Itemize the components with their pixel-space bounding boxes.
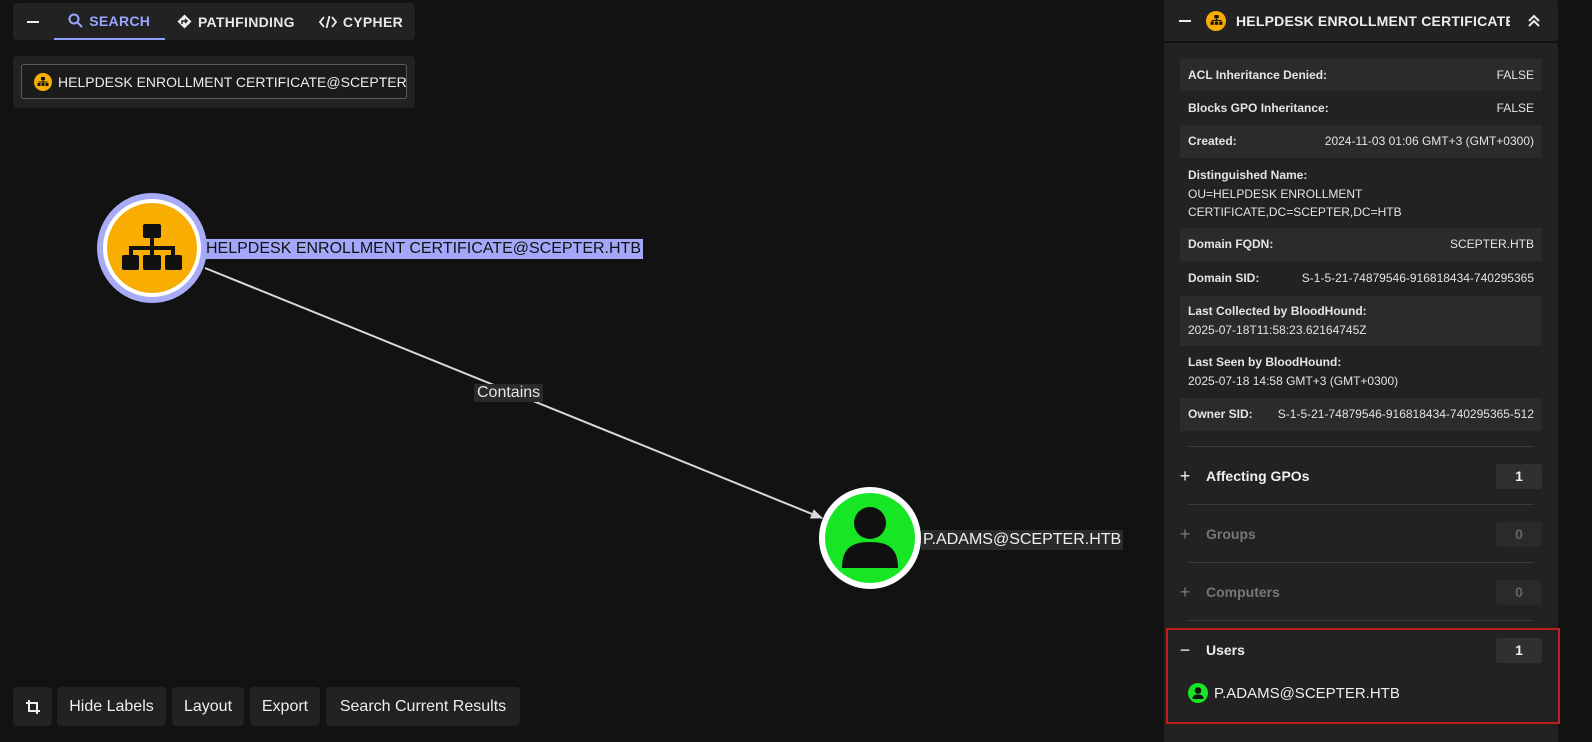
tab-cypher[interactable]: CYPHER [307,3,415,40]
property-key: Blocks GPO Inheritance: [1188,101,1329,115]
property-key: Domain FQDN: [1188,237,1274,251]
hide-labels-button[interactable]: Hide Labels [57,687,166,726]
property-value: 2025-07-18T11:58:23.62164745Z [1188,323,1367,337]
expand-icon: + [1179,465,1191,486]
section-count: 1 [1496,463,1542,489]
ou-icon [1206,10,1226,31]
property-key: Last Seen by BloodHound: [1188,355,1342,369]
section-label: Users [1206,642,1245,658]
divider [1188,620,1534,621]
user-name: P.ADAMS@SCEPTER.HTB [1214,684,1400,702]
property-value: OU=HELPDESK ENROLLMENT CERTIFICATE,DC=SC… [1188,187,1402,219]
user-icon [842,507,898,568]
entity-panel-body[interactable]: ACL Inheritance Denied: FALSE Blocks GPO… [1164,43,1558,742]
property-row: Blocks GPO Inheritance: FALSE [1180,92,1542,124]
property-key: Created: [1188,134,1237,148]
export-button[interactable]: Export [250,687,320,726]
users-section-highlight [1166,628,1560,724]
collapse-all-button[interactable] [1510,14,1558,28]
divider [1188,504,1534,505]
property-row: Last Seen by BloodHound: 2025-07-18 14:5… [1180,347,1542,397]
property-value: S-1-5-21-74879546-916818434-740295365-51… [1277,407,1534,421]
double-chevron-up-icon [1528,14,1540,27]
diamond-arrow-icon [177,14,192,29]
code-icon [318,15,337,28]
expand-icon: + [1179,523,1191,544]
property-value: 2024-11-03 01:06 GMT+3 (GMT+0300) [1324,134,1534,148]
ou-node[interactable] [97,193,207,303]
divider [1188,562,1534,563]
node-search-input[interactable]: HELPDESK ENROLLMENT CERTIFICATE@SCEPTER.… [21,64,407,99]
ou-node-label[interactable]: HELPDESK ENROLLMENT CERTIFICATE@SCEPTER.… [204,239,643,259]
entity-panel-title: HELPDESK ENROLLMENT CERTIFICATE... [1236,12,1510,29]
graph-canvas[interactable]: HELPDESK ENROLLMENT CERTIFICATE@SCEPTER.… [0,0,1160,742]
property-key: Last Collected by BloodHound: [1188,304,1367,318]
property-row: Owner SID: S-1-5-21-74879546-916818434-7… [1180,398,1542,431]
property-key: Domain SID: [1188,271,1260,285]
property-row: Domain FQDN: SCEPTER.HTB [1180,228,1542,261]
search-panel: HELPDESK ENROLLMENT CERTIFICATE@SCEPTER.… [13,56,415,108]
section-users[interactable]: − Users 1 [1164,622,1558,678]
user-icon [1188,683,1208,703]
collapse-panel-button[interactable] [1164,15,1206,27]
property-key: Owner SID: [1188,407,1253,421]
property-row: ACL Inheritance Denied: FALSE [1180,59,1542,91]
edge-label-contains[interactable]: Contains [474,384,544,402]
user-list-item[interactable]: P.ADAMS@SCEPTER.HTB [1188,683,1400,703]
tab-pathfinding-label: PATHFINDING [197,13,295,30]
property-value: S-1-5-21-74879546-916818434-740295365 [1301,271,1534,285]
section-label: Computers [1206,584,1280,600]
crop-button[interactable] [13,687,52,726]
property-key: ACL Inheritance Denied: [1188,68,1328,82]
property-value: SCEPTER.HTB [1449,237,1534,251]
section-computers[interactable]: + Computers 0 [1164,564,1558,620]
graph-svg[interactable] [0,0,1160,742]
crop-icon [25,699,40,714]
property-row: Domain SID: S-1-5-21-74879546-916818434-… [1180,262,1542,295]
section-label: Affecting GPOs [1206,468,1310,484]
user-node[interactable] [819,487,921,589]
minus-icon [1179,19,1191,22]
ou-icon [34,72,52,91]
section-count: 0 [1496,579,1542,605]
property-value: 2025-07-18 14:58 GMT+3 (GMT+0300) [1188,374,1399,388]
section-count: 1 [1496,637,1542,663]
property-key: Distinguished Name: [1188,168,1308,182]
minus-icon [27,20,40,23]
tab-pathfinding[interactable]: PATHFINDING [165,3,307,40]
expand-icon: + [1179,581,1191,602]
property-value: FALSE [1496,101,1534,115]
search-icon [68,13,83,28]
section-affecting-gpos[interactable]: + Affecting GPOs 1 [1164,448,1558,504]
explore-tabs-bar: SEARCH PATHFINDING CYPHER [13,3,415,40]
section-groups[interactable]: + Groups 0 [1164,506,1558,562]
tab-search-label: SEARCH [89,12,151,29]
ou-icon [122,224,182,270]
tab-search[interactable]: SEARCH [53,3,165,40]
property-value: FALSE [1496,68,1534,82]
search-current-results-button[interactable]: Search Current Results [326,687,520,726]
section-label: Groups [1206,526,1256,542]
property-row: Distinguished Name: OU=HELPDESK ENROLLME… [1180,159,1542,227]
collapse-button[interactable] [13,3,54,40]
user-node-label[interactable]: P.ADAMS@SCEPTER.HTB [921,530,1124,550]
section-count: 0 [1496,521,1542,547]
layout-button[interactable]: Layout [172,687,244,726]
entity-panel-header: HELPDESK ENROLLMENT CERTIFICATE... [1164,0,1558,41]
property-row: Last Collected by BloodHound: 2025-07-18… [1180,296,1542,346]
property-row: Created: 2024-11-03 01:06 GMT+3 (GMT+030… [1180,125,1542,158]
search-input-value: HELPDESK ENROLLMENT CERTIFICATE@SCEPTER.… [58,73,407,90]
tab-cypher-label: CYPHER [342,13,403,30]
collapse-icon: − [1179,639,1191,660]
divider [1188,446,1534,447]
